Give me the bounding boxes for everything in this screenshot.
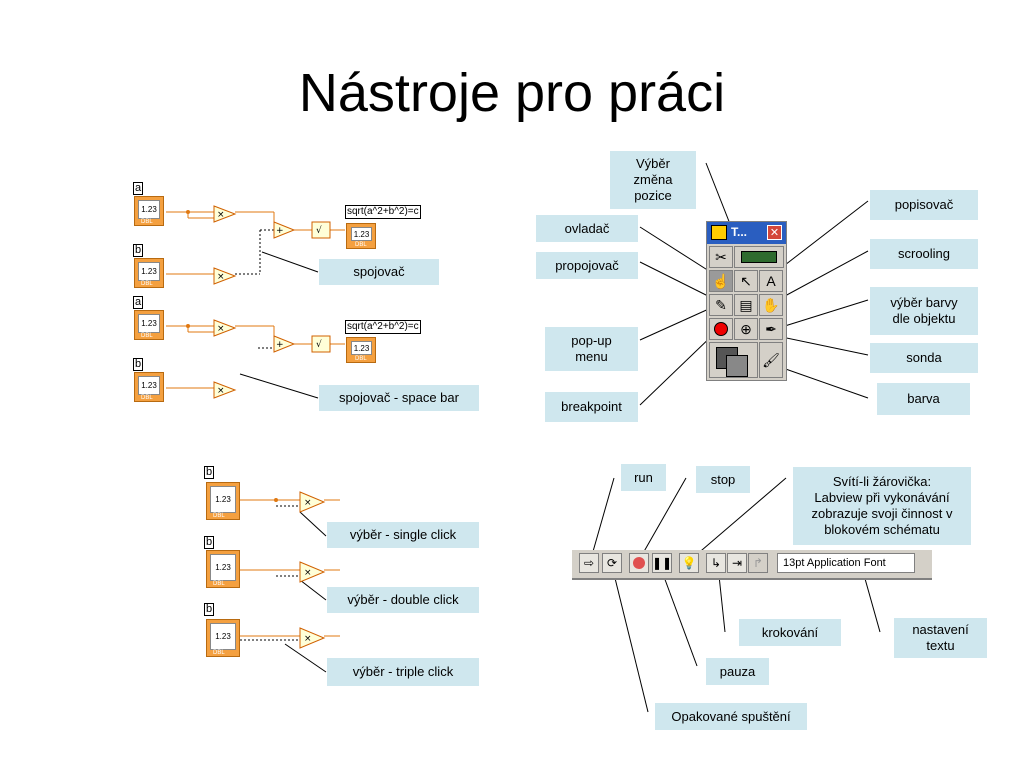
label-svitili-zarovicka: Svítí-li žárovička: Labview při vykonává… (793, 467, 971, 545)
svg-text:×: × (304, 568, 312, 578)
step-over-icon[interactable]: ⇥ (727, 553, 747, 573)
get-color-tool-icon[interactable]: ✒ (759, 318, 783, 340)
slide-title: Nástroje pro práci (298, 63, 726, 123)
auto-select-indicator-icon[interactable] (734, 246, 784, 268)
scroll-tool-icon[interactable]: ✋ (759, 294, 783, 316)
formula-label-2: sqrt(a^2+b^2)=c (345, 320, 421, 334)
svg-text:×: × (217, 210, 225, 220)
probe-tool-icon[interactable]: ⊕ (734, 318, 758, 340)
label-vyber-zmena-pozice: Výběr změna pozice (610, 151, 696, 209)
label-sonda: sonda (870, 343, 978, 373)
label-pauza: pauza (706, 658, 769, 685)
label-popup-menu: pop-up menu (545, 327, 638, 371)
var-b-label-2: b (133, 358, 144, 371)
tools-palette: T... ✕ ✂ ☝ ↖ A ✎ ▤ ✋ ⊕ ✒ 🖌 (706, 221, 787, 381)
label-nastaveni-textu: nastavení textu (894, 618, 987, 658)
label-stop: stop (696, 466, 750, 493)
var-b-label-4: b (204, 536, 215, 549)
var-b-label-3: b (204, 466, 215, 479)
label-breakpoint: breakpoint (545, 392, 638, 422)
label-krokovani: krokování (739, 619, 841, 646)
labview-logo-icon (711, 225, 727, 240)
svg-text:√: √ (316, 225, 322, 236)
close-icon[interactable]: ✕ (767, 225, 782, 240)
label-spojovac-space-bar: spojovač - space bar (319, 385, 479, 411)
var-a-label-2: a (133, 296, 144, 309)
palette-titlebar: T... ✕ (707, 222, 786, 244)
svg-text:+: + (276, 226, 284, 236)
color-swatch-icon[interactable] (709, 342, 758, 378)
color-tool-icon[interactable]: 🖌 (759, 342, 783, 378)
wiring-tool-icon[interactable]: ✎ (709, 294, 733, 316)
label-barva: barva (877, 383, 970, 415)
breakpoint-tool-icon[interactable] (709, 318, 733, 340)
font-select[interactable]: 13pt Application Font (777, 553, 915, 573)
formula-label: sqrt(a^2+b^2)=c (345, 205, 421, 219)
label-triple-click: výběr - triple click (327, 658, 479, 686)
run-arrow-icon[interactable]: ⇨ (579, 553, 599, 573)
label-ovladac: ovladač (536, 215, 638, 242)
svg-text:×: × (304, 498, 312, 508)
svg-text:+: + (276, 340, 284, 350)
label-opakovane-spusteni: Opakované spuštění (655, 703, 807, 730)
pause-icon[interactable]: ❚❚ (652, 553, 672, 573)
label-popisovac: popisovač (870, 190, 978, 220)
svg-text:√: √ (316, 339, 322, 350)
svg-text:×: × (304, 634, 312, 644)
label-double-click: výběr - double click (327, 587, 479, 613)
abort-stop-icon[interactable] (629, 553, 649, 573)
label-single-click: výběr - single click (327, 522, 479, 548)
auto-tool-icon[interactable]: ✂ (709, 246, 733, 268)
position-tool-icon[interactable]: ↖ (734, 270, 758, 292)
run-continuously-icon[interactable]: ⟳ (602, 553, 622, 573)
operate-tool-icon[interactable]: ☝ (709, 270, 733, 292)
svg-text:×: × (217, 272, 225, 282)
label-tool-icon[interactable]: A (759, 270, 783, 292)
svg-text:×: × (217, 324, 225, 334)
highlight-bulb-icon[interactable]: 💡 (679, 553, 699, 573)
step-out-icon[interactable]: ↱ (748, 553, 768, 573)
label-vyber-barvy: výběr barvy dle objektu (870, 287, 978, 335)
label-propojovac: propojovač (536, 252, 638, 279)
run-toolbar: ⇨ ⟳ ❚❚ 💡 ↳ ⇥ ↱ 13pt Application Font (572, 550, 932, 580)
label-run: run (621, 464, 666, 491)
label-scrooling: scrooling (870, 239, 978, 269)
label-spojovac: spojovač (319, 259, 439, 285)
var-b-label: b (133, 244, 144, 257)
var-a-label: a (133, 182, 144, 195)
step-into-icon[interactable]: ↳ (706, 553, 726, 573)
var-b-label-5: b (204, 603, 215, 616)
shortcut-menu-tool-icon[interactable]: ▤ (734, 294, 758, 316)
svg-text:×: × (217, 386, 225, 396)
